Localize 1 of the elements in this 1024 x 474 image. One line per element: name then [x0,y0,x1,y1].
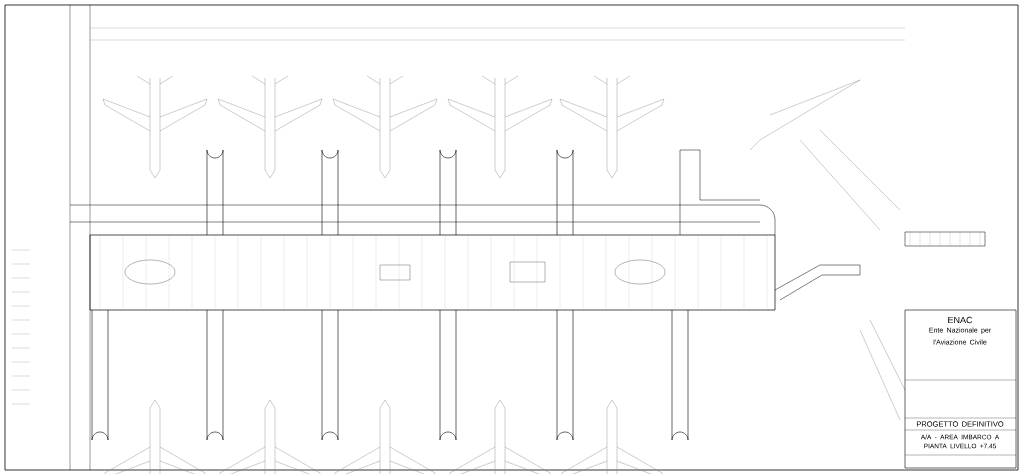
title-text: ENAC [948,316,973,324]
